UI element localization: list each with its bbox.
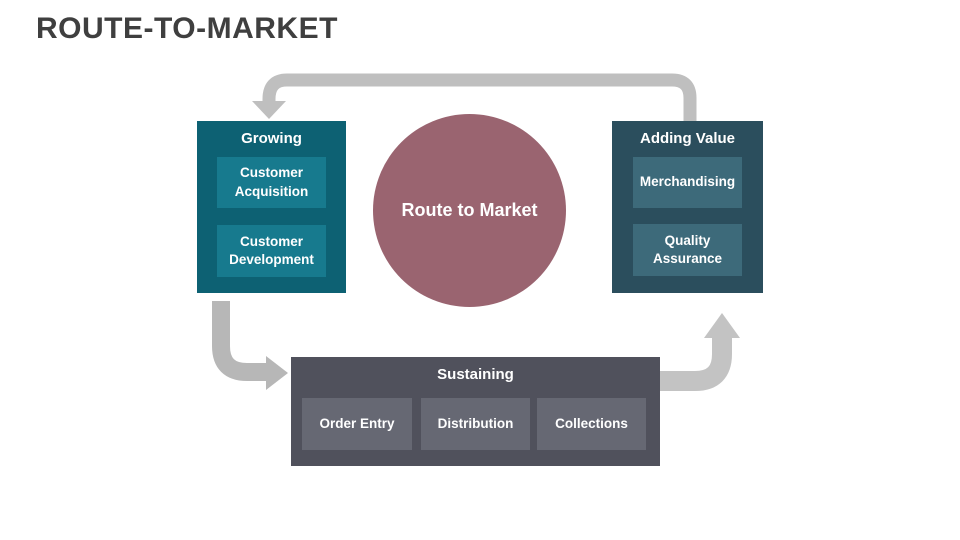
arrow-shaft [660, 337, 732, 391]
arrow-shaft [212, 301, 268, 381]
item-distribution: Distribution [421, 398, 530, 450]
item-order-entry: Order Entry [302, 398, 412, 450]
group-growing: Growing Customer Acquisition Customer De… [197, 121, 346, 293]
arrow-adding-value-to-growing [252, 73, 697, 121]
group-adding-value-title: Adding Value [639, 130, 735, 147]
group-sustaining: Sustaining Order Entry Distribution Coll… [291, 357, 660, 466]
group-sustaining-title: Sustaining [437, 366, 514, 383]
arrow-growing-to-sustaining [212, 301, 288, 390]
arrow-shaft [262, 73, 697, 121]
group-adding-value: Adding Value Merchandising Quality Assur… [612, 121, 763, 293]
slide-title: ROUTE-TO-MARKET [36, 12, 338, 45]
center-circle-label: Route to Market [401, 200, 538, 220]
arrow-sustaining-to-adding-value [660, 313, 740, 391]
item-quality-assurance: Quality Assurance [633, 224, 742, 276]
arrowhead-down-icon [252, 101, 286, 119]
center-circle: Route to Market [373, 114, 566, 307]
group-growing-title: Growing [241, 130, 302, 147]
item-collections: Collections [537, 398, 646, 450]
arrowhead-right-icon [266, 356, 288, 390]
item-merchandising: Merchandising [633, 157, 742, 208]
item-customer-acquisition: Customer Acquisition [217, 157, 326, 208]
arrowhead-up-icon [704, 313, 740, 338]
item-customer-development: Customer Development [217, 225, 326, 277]
